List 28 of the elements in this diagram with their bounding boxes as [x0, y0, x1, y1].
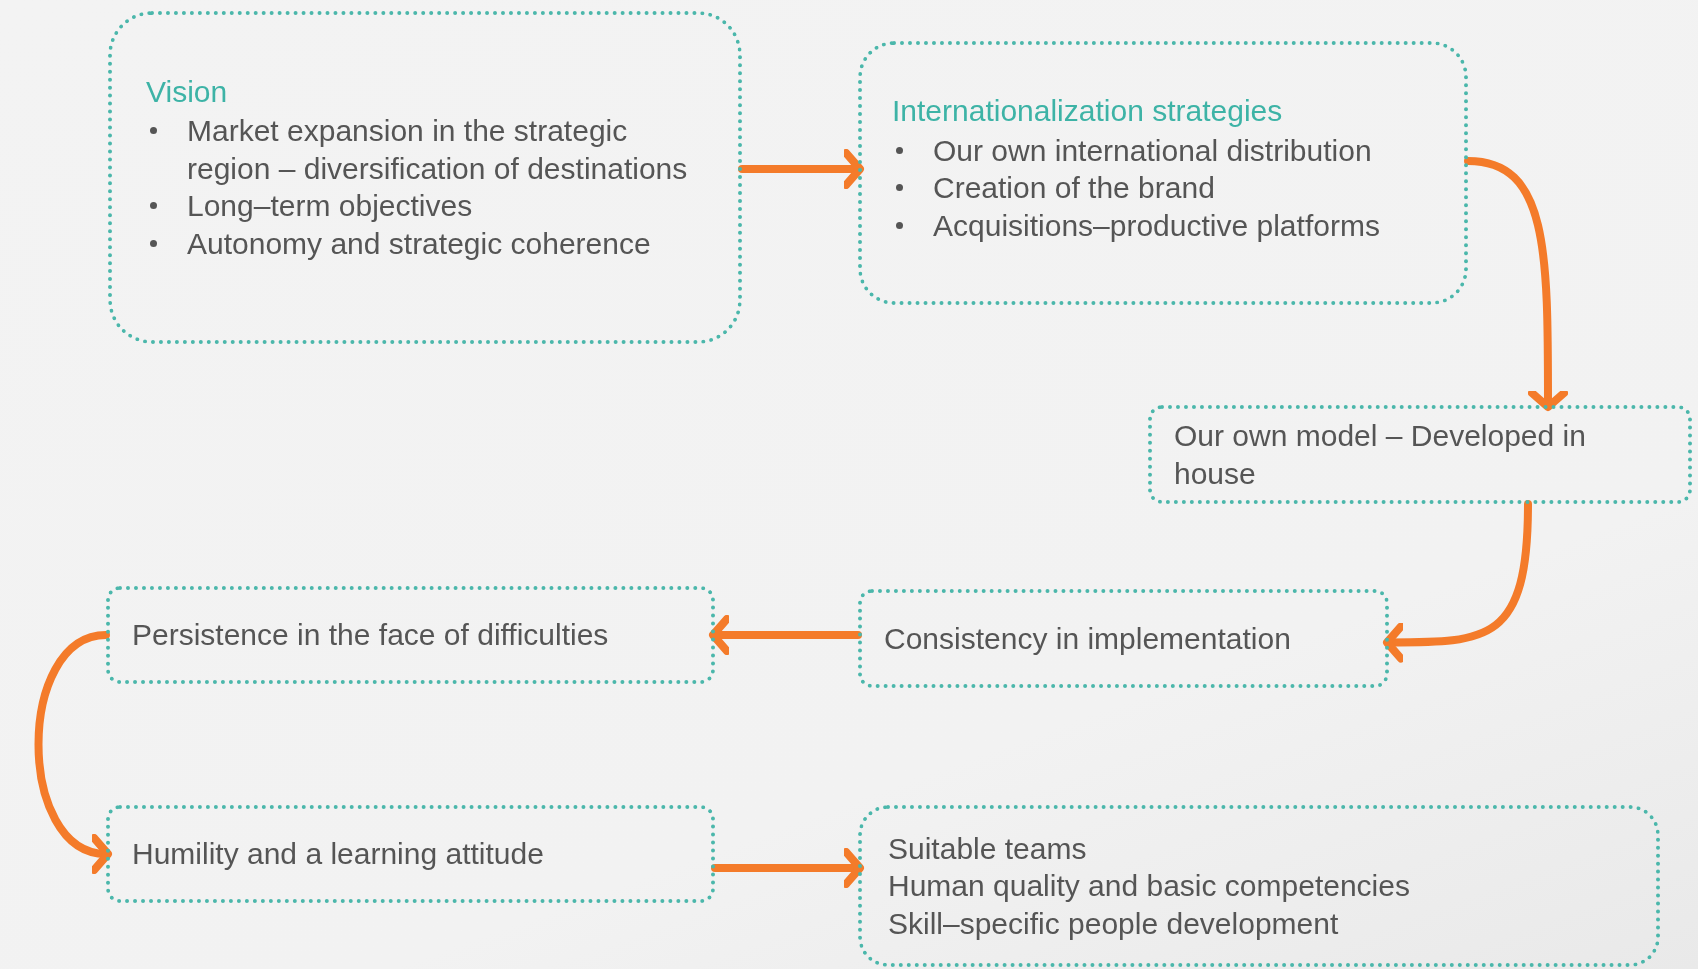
box-text: Consistency in implementation	[884, 620, 1292, 657]
arrow	[1383, 500, 1532, 663]
box-heading: Vision	[146, 73, 229, 110]
dotted-box	[1148, 405, 1692, 504]
dotted-box	[106, 586, 715, 684]
bullet-item: Autonomy and strategic coherence	[187, 225, 651, 262]
bullet-item: Acquisitions–productive platforms	[933, 207, 1380, 244]
box-text: Suitable teams	[888, 830, 1088, 867]
bullet-item: Long–term objectives	[187, 188, 473, 225]
bullet-item: Creation of the brand	[933, 170, 1215, 206]
box-text: Persistence in the face of difficulties	[132, 617, 610, 654]
dotted-box	[108, 11, 742, 344]
arrow	[738, 149, 864, 189]
box-heading: Internationalization strategies	[892, 93, 1284, 129]
arrow	[709, 615, 862, 655]
dotted-box	[858, 805, 1660, 967]
dotted-box	[858, 589, 1389, 688]
dotted-box	[858, 41, 1468, 305]
bullet-item: Our own international distribution	[933, 132, 1372, 169]
box-text: Our own model – Developed in house	[1174, 418, 1587, 492]
bullet-item: Market expansion in the strategic region – diversification of destinations	[187, 113, 689, 187]
arrow	[1464, 157, 1568, 411]
arrow	[34, 631, 112, 872]
box-text: Skill–specific people development	[888, 905, 1340, 942]
dotted-box	[106, 805, 715, 903]
arrow	[711, 848, 864, 888]
box-text: Human quality and basic competencies	[888, 868, 1411, 905]
box-text: Humility and a learning attitude	[132, 836, 545, 873]
